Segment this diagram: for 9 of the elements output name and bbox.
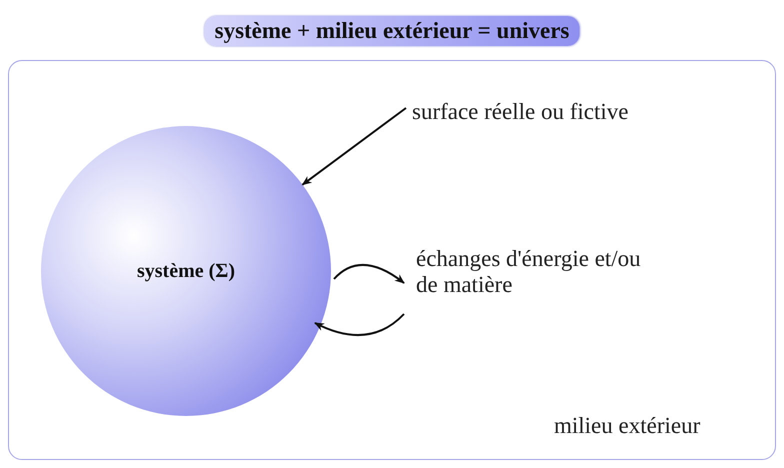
leader-arrow (302, 107, 407, 186)
environment-label: milieu extérieur (554, 413, 702, 440)
system-label: système (Σ) (136, 260, 236, 282)
exchange-label: échanges d'énergie et/ou de matière (416, 246, 642, 299)
exchange-arrow (314, 313, 405, 336)
exchange-arrow (333, 264, 405, 284)
surface-label: surface réelle ou fictive (412, 99, 630, 126)
environment-frame (8, 60, 776, 460)
title-banner: système + milieu extérieur = univers (204, 16, 580, 46)
